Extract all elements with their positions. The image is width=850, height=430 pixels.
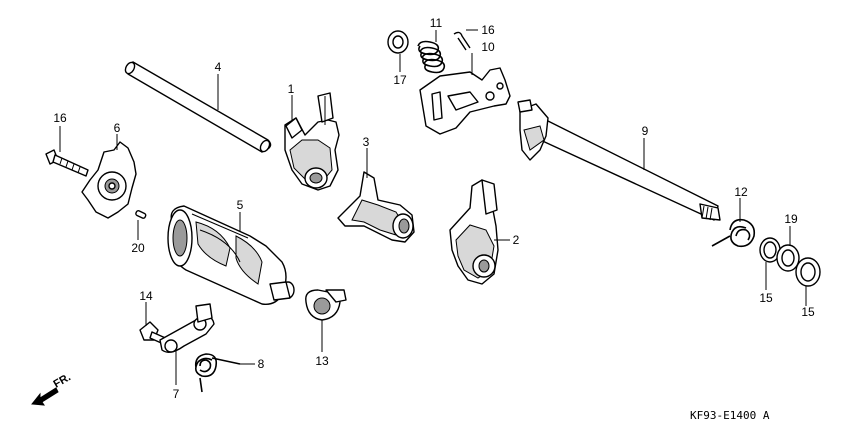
callout-14: 14 <box>139 289 153 303</box>
leader-lines <box>59 29 807 385</box>
part-20-dowel-pin <box>135 210 147 219</box>
part-5-shift-drum <box>167 205 295 305</box>
callout-5: 5 <box>237 198 244 212</box>
part-19-oil-seal <box>776 244 800 272</box>
part-8-stopper-spring <box>194 353 241 393</box>
callout-9: 9 <box>642 124 649 138</box>
part-1-shift-fork <box>284 92 340 191</box>
callout-8: 8 <box>258 357 265 371</box>
callout-3: 3 <box>363 135 370 149</box>
callout-4: 4 <box>215 60 222 74</box>
callout-18: 17 <box>393 73 407 87</box>
callout-19: 19 <box>784 212 798 226</box>
part-9-gearshift-spindle <box>517 99 721 221</box>
callout-1: 1 <box>288 82 295 96</box>
diagram-code: KF93-E1400 A <box>690 409 770 422</box>
callout-10: 10 <box>481 40 495 54</box>
front-direction-arrow: FR. <box>31 371 73 406</box>
part-12-return-spring <box>711 218 756 248</box>
callout-16: 16 <box>53 111 67 125</box>
part-13-clip <box>305 289 347 321</box>
part-16-bolt <box>45 149 89 177</box>
callout-15-right: 15 <box>801 305 815 319</box>
callout-17: 16 <box>481 23 495 37</box>
direction-label: FR. <box>52 371 73 390</box>
callout-15-left: 15 <box>759 291 773 305</box>
part-18-washer <box>387 30 409 54</box>
part-10-plate <box>419 67 511 135</box>
part-15-washer-a <box>759 237 781 263</box>
part-4-fork-shaft <box>124 61 272 153</box>
part-15-washer-b <box>795 257 821 287</box>
part-3-shift-fork <box>337 171 415 243</box>
callout-2: 2 <box>513 233 520 247</box>
callout-11: 11 <box>430 16 443 30</box>
callout-20: 20 <box>131 241 145 255</box>
callout-7: 7 <box>173 387 180 401</box>
part-2-shift-fork <box>449 179 499 285</box>
part-11-spring <box>417 40 446 74</box>
part-6-stopper-star <box>81 141 137 219</box>
arrow-icon <box>31 387 59 406</box>
callout-6: 6 <box>114 121 121 135</box>
callout-13: 13 <box>315 354 329 368</box>
callout-labels: 4 1 3 2 5 6 16 20 14 7 8 13 9 10 11 16 1… <box>53 16 815 401</box>
callout-12: 12 <box>734 185 748 199</box>
part-7-stopper-arm <box>159 303 215 353</box>
part-17-cotter-pin <box>453 31 471 51</box>
